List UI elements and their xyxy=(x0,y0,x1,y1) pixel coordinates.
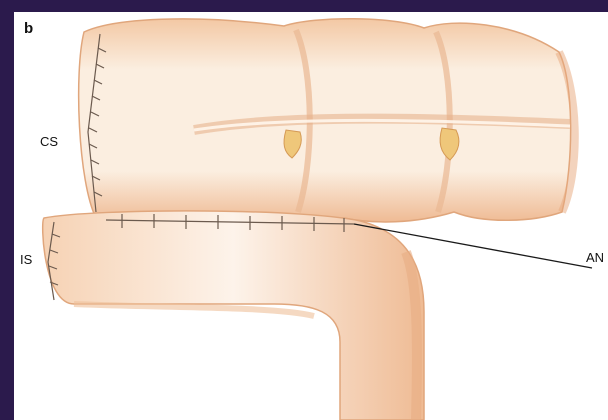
ileum-segment xyxy=(43,211,424,420)
colon-segment xyxy=(79,19,575,222)
bowel-anastomosis-illustration xyxy=(14,12,608,420)
anastomosis-label: AN xyxy=(586,250,604,265)
panel-label: b xyxy=(24,20,33,37)
illustration-panel: b CS IS AN xyxy=(14,12,608,420)
ileal-stump-label: IS xyxy=(20,252,32,267)
colon-stump-label: CS xyxy=(40,134,58,149)
